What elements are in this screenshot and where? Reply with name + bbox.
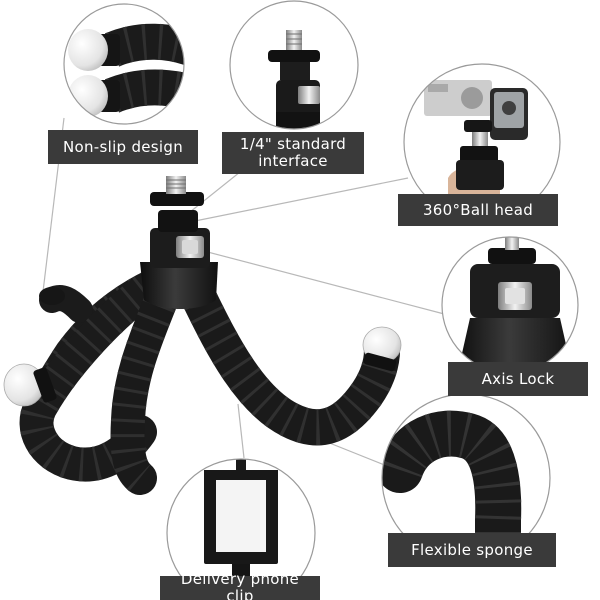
- label-non-slip-design: Non-slip design: [48, 130, 198, 164]
- label-standard-interface-line2: interface: [258, 152, 328, 170]
- inset-non-slip: [63, 3, 185, 125]
- label-ball-head: 360°Ball head: [398, 194, 558, 226]
- label-standard-interface-line1: 1/4" standard: [239, 135, 347, 153]
- label-axis-lock: Axis Lock: [448, 362, 588, 396]
- inset-phone-clip: [166, 458, 316, 600]
- label-phone-clip: Delivery phone clip: [160, 571, 320, 600]
- inset-ball-head: [403, 63, 561, 221]
- label-flexible-sponge: Flexible sponge: [388, 533, 556, 567]
- tripod-main: [3, 176, 402, 495]
- inset-standard-interface: [229, 0, 359, 130]
- label-standard-interface: 1/4" standard interface: [222, 132, 364, 174]
- inset-axis-lock: [441, 236, 579, 374]
